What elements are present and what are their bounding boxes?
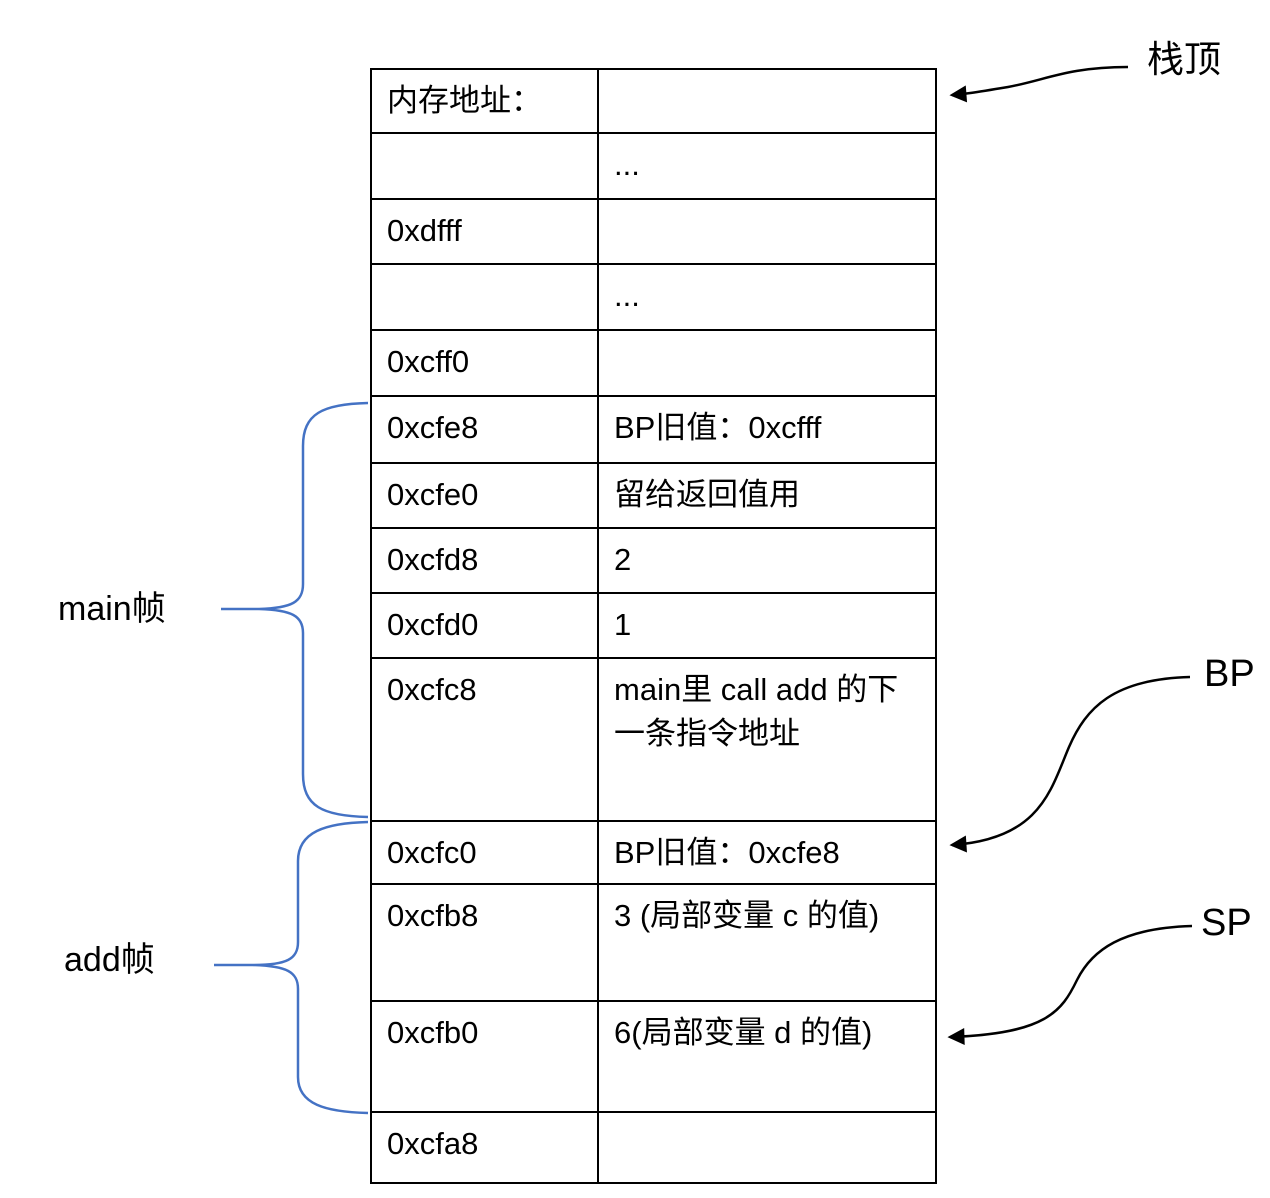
table-row: 0xcfd8 2	[372, 529, 935, 594]
table-row: ...	[372, 134, 935, 200]
value-cell	[599, 1113, 935, 1182]
address-cell: 0xcfa8	[372, 1113, 599, 1182]
memory-table: 内存地址： ... 0xdfff ... 0xcff0 0xcfe8 BP旧值：…	[370, 68, 937, 1184]
address-cell: 0xcfc8	[372, 659, 599, 820]
value-cell	[599, 70, 935, 132]
bp-arrow	[949, 675, 1191, 853]
address-cell: 0xdfff	[372, 200, 599, 263]
address-cell: 内存地址：	[372, 70, 599, 132]
table-row: 0xcfc8 main里 call add 的下一条指令地址	[372, 659, 935, 822]
address-cell: 0xcfe0	[372, 464, 599, 527]
stack-top-label: 栈顶	[1147, 39, 1221, 80]
value-cell	[599, 331, 935, 395]
value-cell: ...	[614, 147, 640, 182]
table-row: 0xcfa8	[372, 1113, 935, 1182]
address-cell: 0xcfd8	[372, 529, 599, 592]
value-cell: BP旧值：0xcfe8	[614, 835, 840, 870]
value-cell: 留给返回值用	[614, 477, 800, 512]
value-cell: BP旧值：0xcfff	[614, 410, 822, 445]
address-cell	[372, 265, 599, 329]
table-row: 0xcfc0 BP旧值：0xcfe8	[372, 822, 935, 885]
value-cell: ...	[614, 278, 640, 313]
bp-label: BP	[1204, 653, 1255, 695]
table-row: ...	[372, 265, 935, 331]
address-cell: 0xcfb8	[372, 885, 599, 1000]
address-cell: 0xcfb0	[372, 1002, 599, 1111]
sp-label: SP	[1201, 902, 1252, 944]
value-cell: 3 (局部变量 c 的值)	[614, 898, 880, 933]
add-frame-label: add帧	[64, 941, 155, 979]
table-row: 0xcfe0 留给返回值用	[372, 464, 935, 529]
add-frame-brace	[252, 820, 369, 1115]
value-cell: 2	[614, 542, 632, 577]
table-row: 0xcfd0 1	[372, 594, 935, 659]
value-cell: 6(局部变量 d 的值)	[614, 1015, 873, 1050]
table-row: 0xdfff	[372, 200, 935, 265]
main-frame-brace	[258, 401, 369, 819]
table-row: 内存地址：	[372, 70, 935, 134]
table-row: 0xcfb8 3 (局部变量 c 的值)	[372, 885, 935, 1002]
address-cell: 0xcfe8	[372, 397, 599, 462]
table-row: 0xcfb0 6(局部变量 d 的值)	[372, 1002, 935, 1113]
value-cell	[599, 200, 935, 263]
address-cell: 0xcff0	[372, 331, 599, 395]
value-cell: 1	[614, 607, 632, 642]
address-cell: 0xcfc0	[372, 822, 599, 883]
main-frame-label: main帧	[58, 590, 166, 628]
address-cell	[372, 134, 599, 198]
stack-top-arrow	[949, 65, 1129, 103]
address-cell: 0xcfd0	[372, 594, 599, 657]
value-cell: main里 call add 的下一条指令地址	[614, 672, 899, 751]
sp-arrow	[947, 924, 1193, 1046]
table-row: 0xcff0	[372, 331, 935, 397]
table-row: 0xcfe8 BP旧值：0xcfff	[372, 397, 935, 464]
